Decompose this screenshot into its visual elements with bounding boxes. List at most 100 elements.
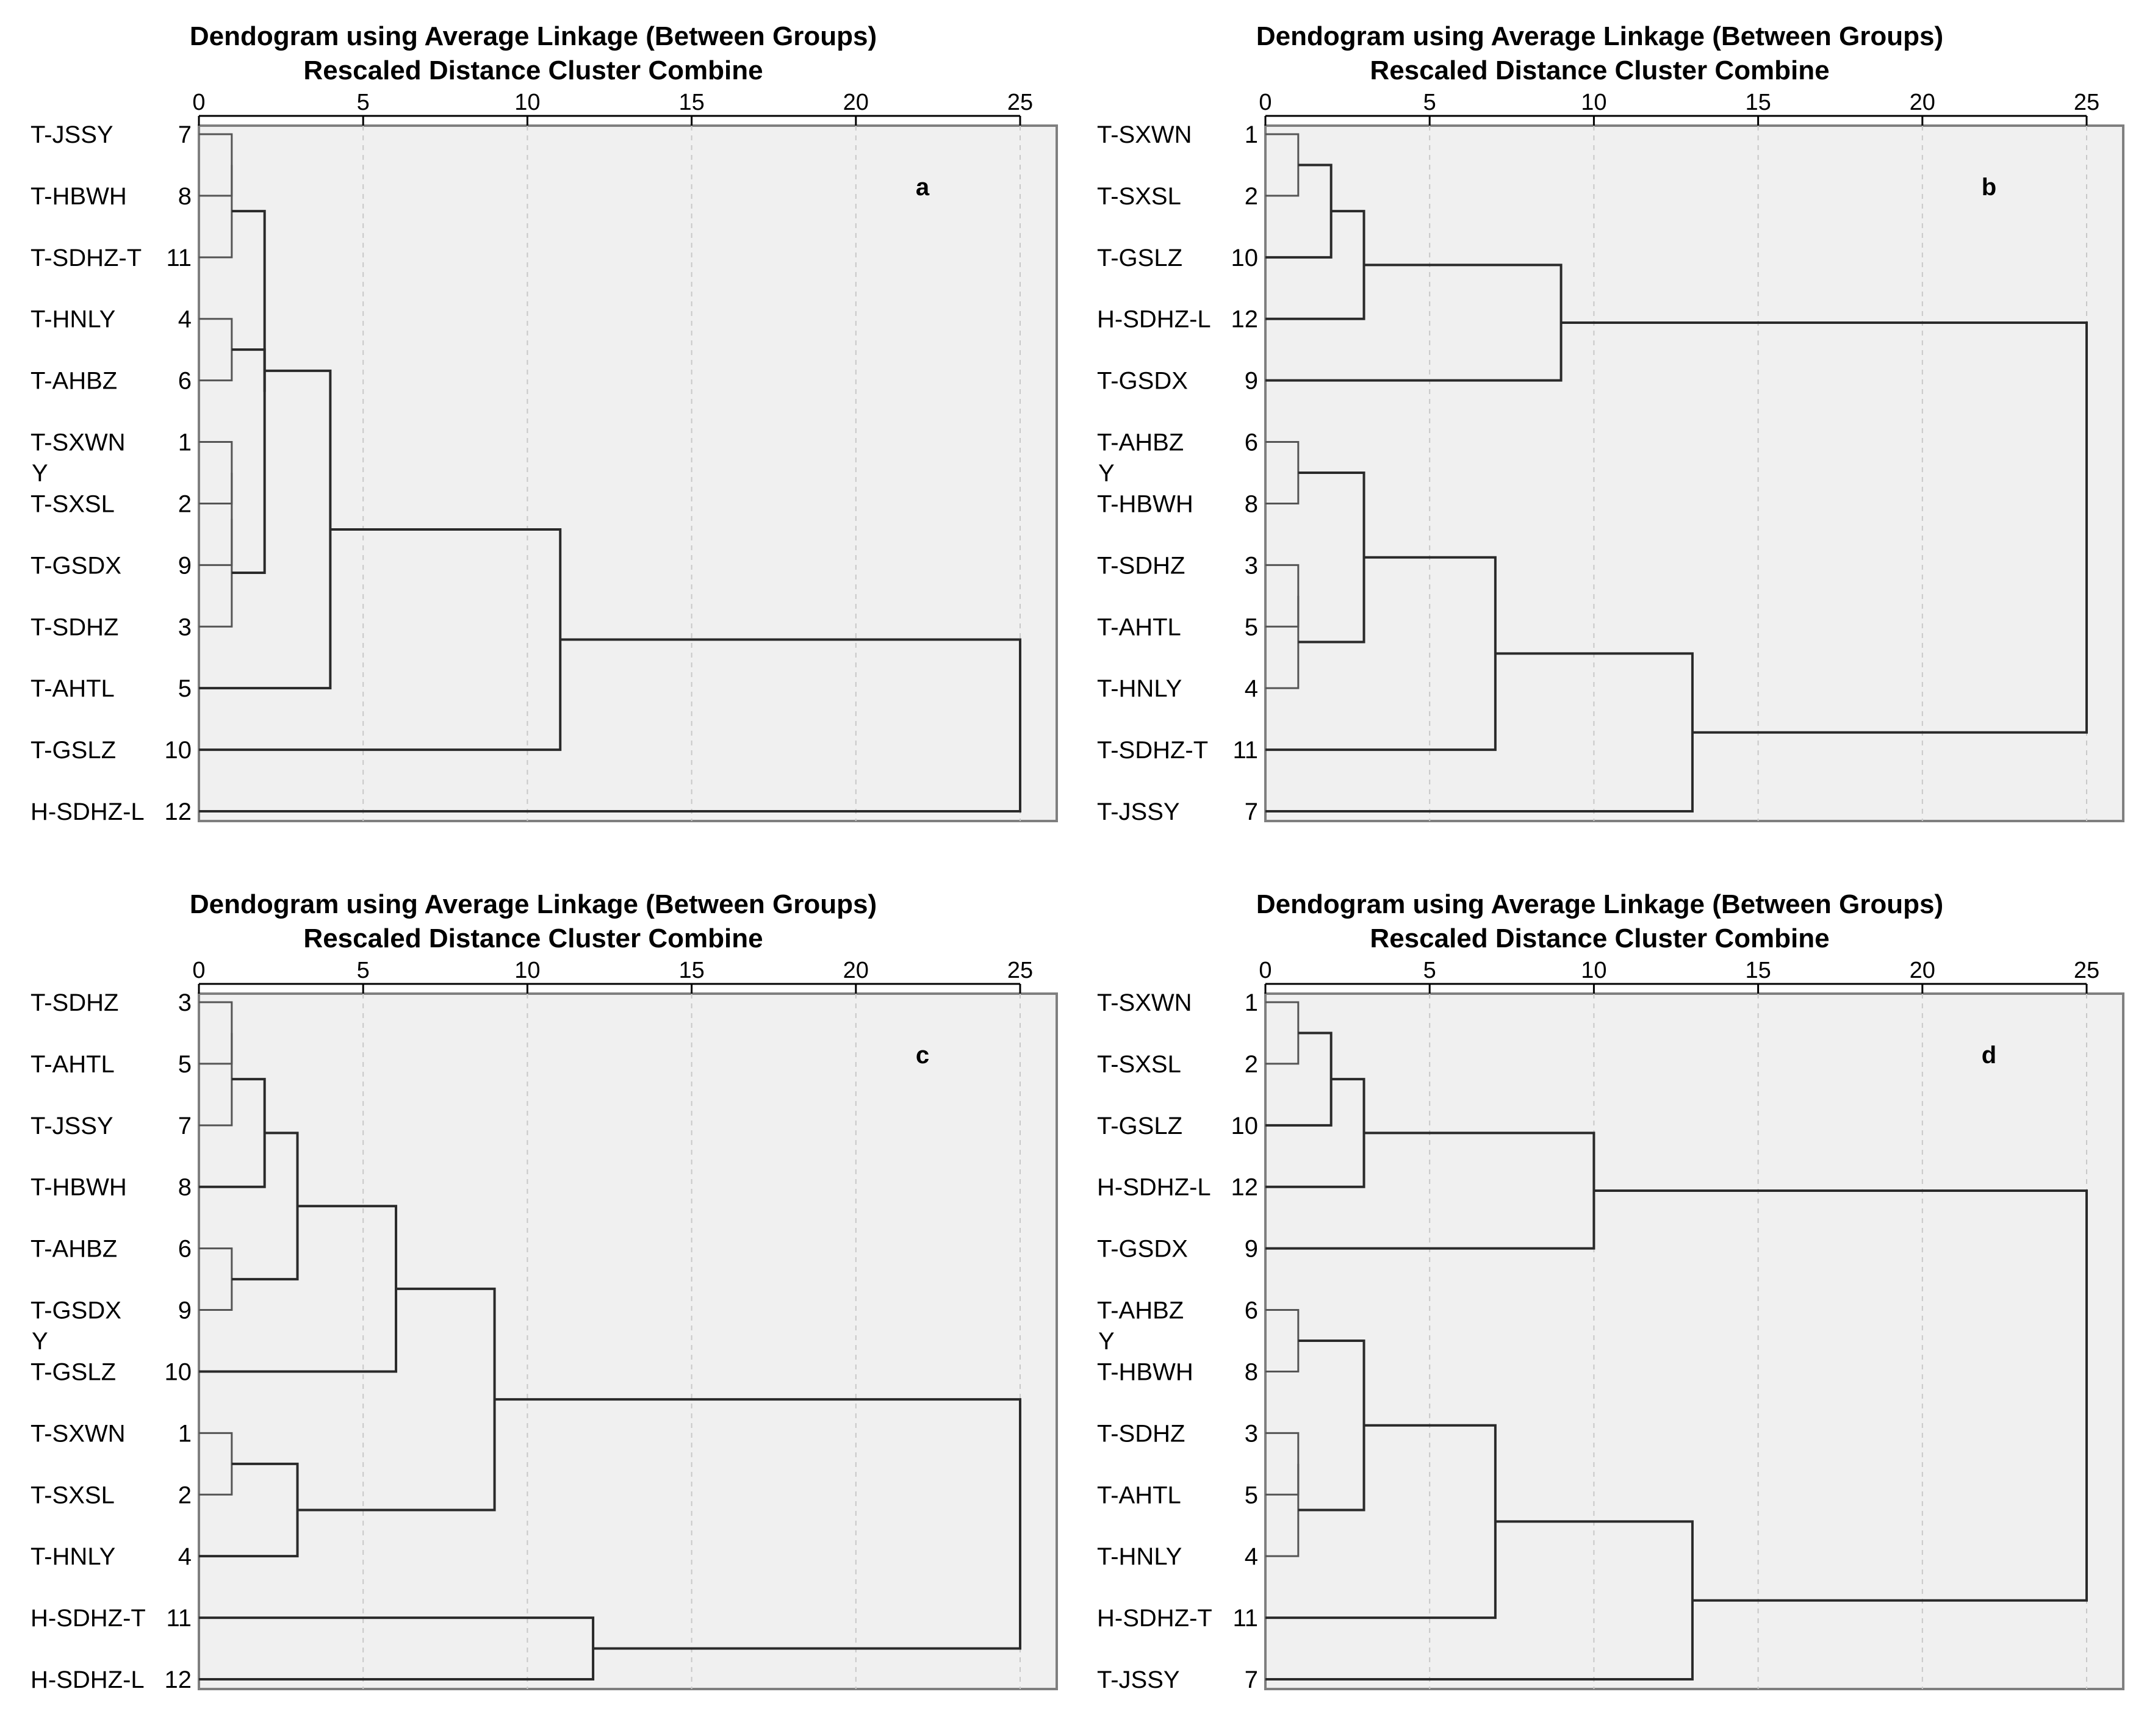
leaf-label: T-HBWH — [31, 1174, 127, 1201]
chart-title: Dendogram using Average Linkage (Between… — [1256, 21, 1944, 51]
leaf-number: 9 — [1245, 1236, 1258, 1263]
leaf-number: 12 — [1231, 306, 1259, 333]
plot-area — [198, 124, 1058, 822]
x-tick-label: 10 — [1581, 958, 1606, 983]
leaf-label: T-AHTL — [31, 675, 115, 702]
leaf-number: 4 — [178, 1543, 192, 1570]
x-tick-label: 20 — [1910, 90, 1935, 115]
x-tick-label: 0 — [1259, 958, 1272, 983]
cluster-link — [494, 1398, 1021, 1650]
cluster-link — [199, 165, 233, 259]
leaf-number: 9 — [178, 1297, 192, 1324]
plot-area — [1264, 992, 2124, 1690]
leaf-number: 9 — [178, 552, 192, 579]
leaf-label: T-SXSL — [1097, 1051, 1181, 1078]
leaf-label: T-SXWN — [1097, 121, 1192, 148]
x-tick-label: 0 — [192, 958, 205, 983]
x-tick-label: 15 — [678, 958, 704, 983]
leaf-number: 5 — [1245, 1482, 1258, 1508]
x-tick-label: 5 — [1423, 90, 1436, 115]
cluster-link — [199, 1033, 233, 1127]
leaf-number: 11 — [1232, 1605, 1258, 1632]
leaf-number: 10 — [165, 1358, 192, 1385]
leaf-label: T-SDHZ — [31, 614, 118, 640]
leaf-number: 12 — [165, 1666, 192, 1693]
leaf-number: 5 — [1245, 614, 1258, 640]
leaf-number: 1 — [178, 429, 192, 456]
leaf-label: T-GSLZ — [31, 1358, 116, 1385]
chart-subtitle: Rescaled Distance Cluster Combine — [303, 924, 763, 953]
x-tick-label: 15 — [678, 90, 704, 115]
leaf-number: 1 — [178, 1420, 192, 1447]
chart-title: Dendogram using Average Linkage (Between… — [1256, 889, 1944, 919]
leaf-label: T-HBWH — [31, 183, 127, 210]
leaf-label: T-SDHZ — [1097, 552, 1185, 579]
x-tick-label: 10 — [514, 90, 540, 115]
cluster-link — [199, 1001, 233, 1065]
leaf-number: 3 — [178, 989, 192, 1016]
leaf-number: 10 — [165, 737, 192, 764]
cluster-link — [1265, 1031, 1333, 1127]
x-tick-label: 20 — [1910, 958, 1935, 983]
x-tick-label: 5 — [357, 90, 370, 115]
leaf-number: 7 — [1245, 798, 1258, 825]
leaf-label: T-HBWH — [1097, 1358, 1193, 1385]
chart-title: Dendogram using Average Linkage (Between… — [189, 21, 877, 51]
x-tick-label: 20 — [843, 958, 869, 983]
x-tick-label: 10 — [1581, 90, 1606, 115]
leaf-label: T-HNLY — [31, 1543, 115, 1570]
leaf-number: 5 — [178, 1051, 192, 1078]
leaf-label: H-SDHZ-L — [31, 798, 145, 825]
leaf-label: T-HNLY — [1097, 675, 1182, 702]
leaf-number: 11 — [1232, 737, 1258, 764]
x-tick-label: 25 — [2074, 958, 2099, 983]
leaf-number: 1 — [1245, 121, 1258, 148]
cluster-link — [1265, 595, 1300, 689]
leaf-number: 4 — [178, 306, 192, 333]
leaf-number: 11 — [166, 1605, 192, 1632]
leaf-label: H-SDHZ-L — [1097, 306, 1211, 333]
cluster-link — [231, 348, 266, 392]
leaf-label: T-SDHZ-T — [31, 245, 142, 271]
leaf-number: 7 — [1245, 1666, 1258, 1693]
leaf-label: T-HNLY — [31, 306, 115, 333]
cluster-link — [1265, 1463, 1300, 1557]
leaf-number: 12 — [165, 798, 192, 825]
panel-tag: c — [916, 1042, 929, 1069]
axis-marker: Y — [1098, 1328, 1115, 1355]
cluster-link — [1265, 556, 1497, 751]
axis-marker: Y — [32, 1328, 48, 1355]
chart-title: Dendogram using Average Linkage (Between… — [189, 889, 877, 919]
leaf-number: 2 — [1245, 183, 1258, 210]
leaf-number: 2 — [1245, 1051, 1258, 1078]
leaf-label: T-AHBZ — [31, 1236, 117, 1263]
dendrogram-panel-a: Dendogram using Average Linkage (Between… — [0, 0, 1066, 868]
leaf-label: T-SXWN — [1097, 989, 1192, 1016]
leaf-label: H-SDHZ-T — [31, 1605, 146, 1632]
x-tick-label: 10 — [514, 958, 540, 983]
leaf-label: T-AHBZ — [1097, 1297, 1184, 1324]
leaf-label: T-AHTL — [31, 1051, 115, 1078]
leaf-label: T-GSDX — [31, 1297, 121, 1324]
cluster-link — [1265, 1132, 1595, 1250]
leaf-label: T-GSLZ — [1097, 245, 1182, 271]
cluster-link — [1265, 163, 1333, 259]
x-tick-label: 20 — [843, 90, 869, 115]
cluster-link — [1265, 652, 1694, 812]
leaf-label: T-HBWH — [1097, 490, 1193, 517]
x-tick-label: 0 — [1259, 90, 1272, 115]
leaf-number: 8 — [1245, 490, 1258, 517]
leaf-number: 6 — [178, 368, 192, 395]
leaf-number: 7 — [178, 1113, 192, 1139]
leaf-number: 3 — [1245, 552, 1258, 579]
plot-area — [1264, 124, 2124, 822]
axis-marker: Y — [32, 460, 48, 487]
x-tick-label: 15 — [1745, 958, 1771, 983]
leaf-label: T-JSSY — [31, 121, 113, 148]
leaf-label: T-AHTL — [1097, 614, 1181, 640]
dendrogram-panel-c: Dendogram using Average Linkage (Between… — [0, 868, 1066, 1736]
leaf-label: T-JSSY — [31, 1113, 113, 1139]
